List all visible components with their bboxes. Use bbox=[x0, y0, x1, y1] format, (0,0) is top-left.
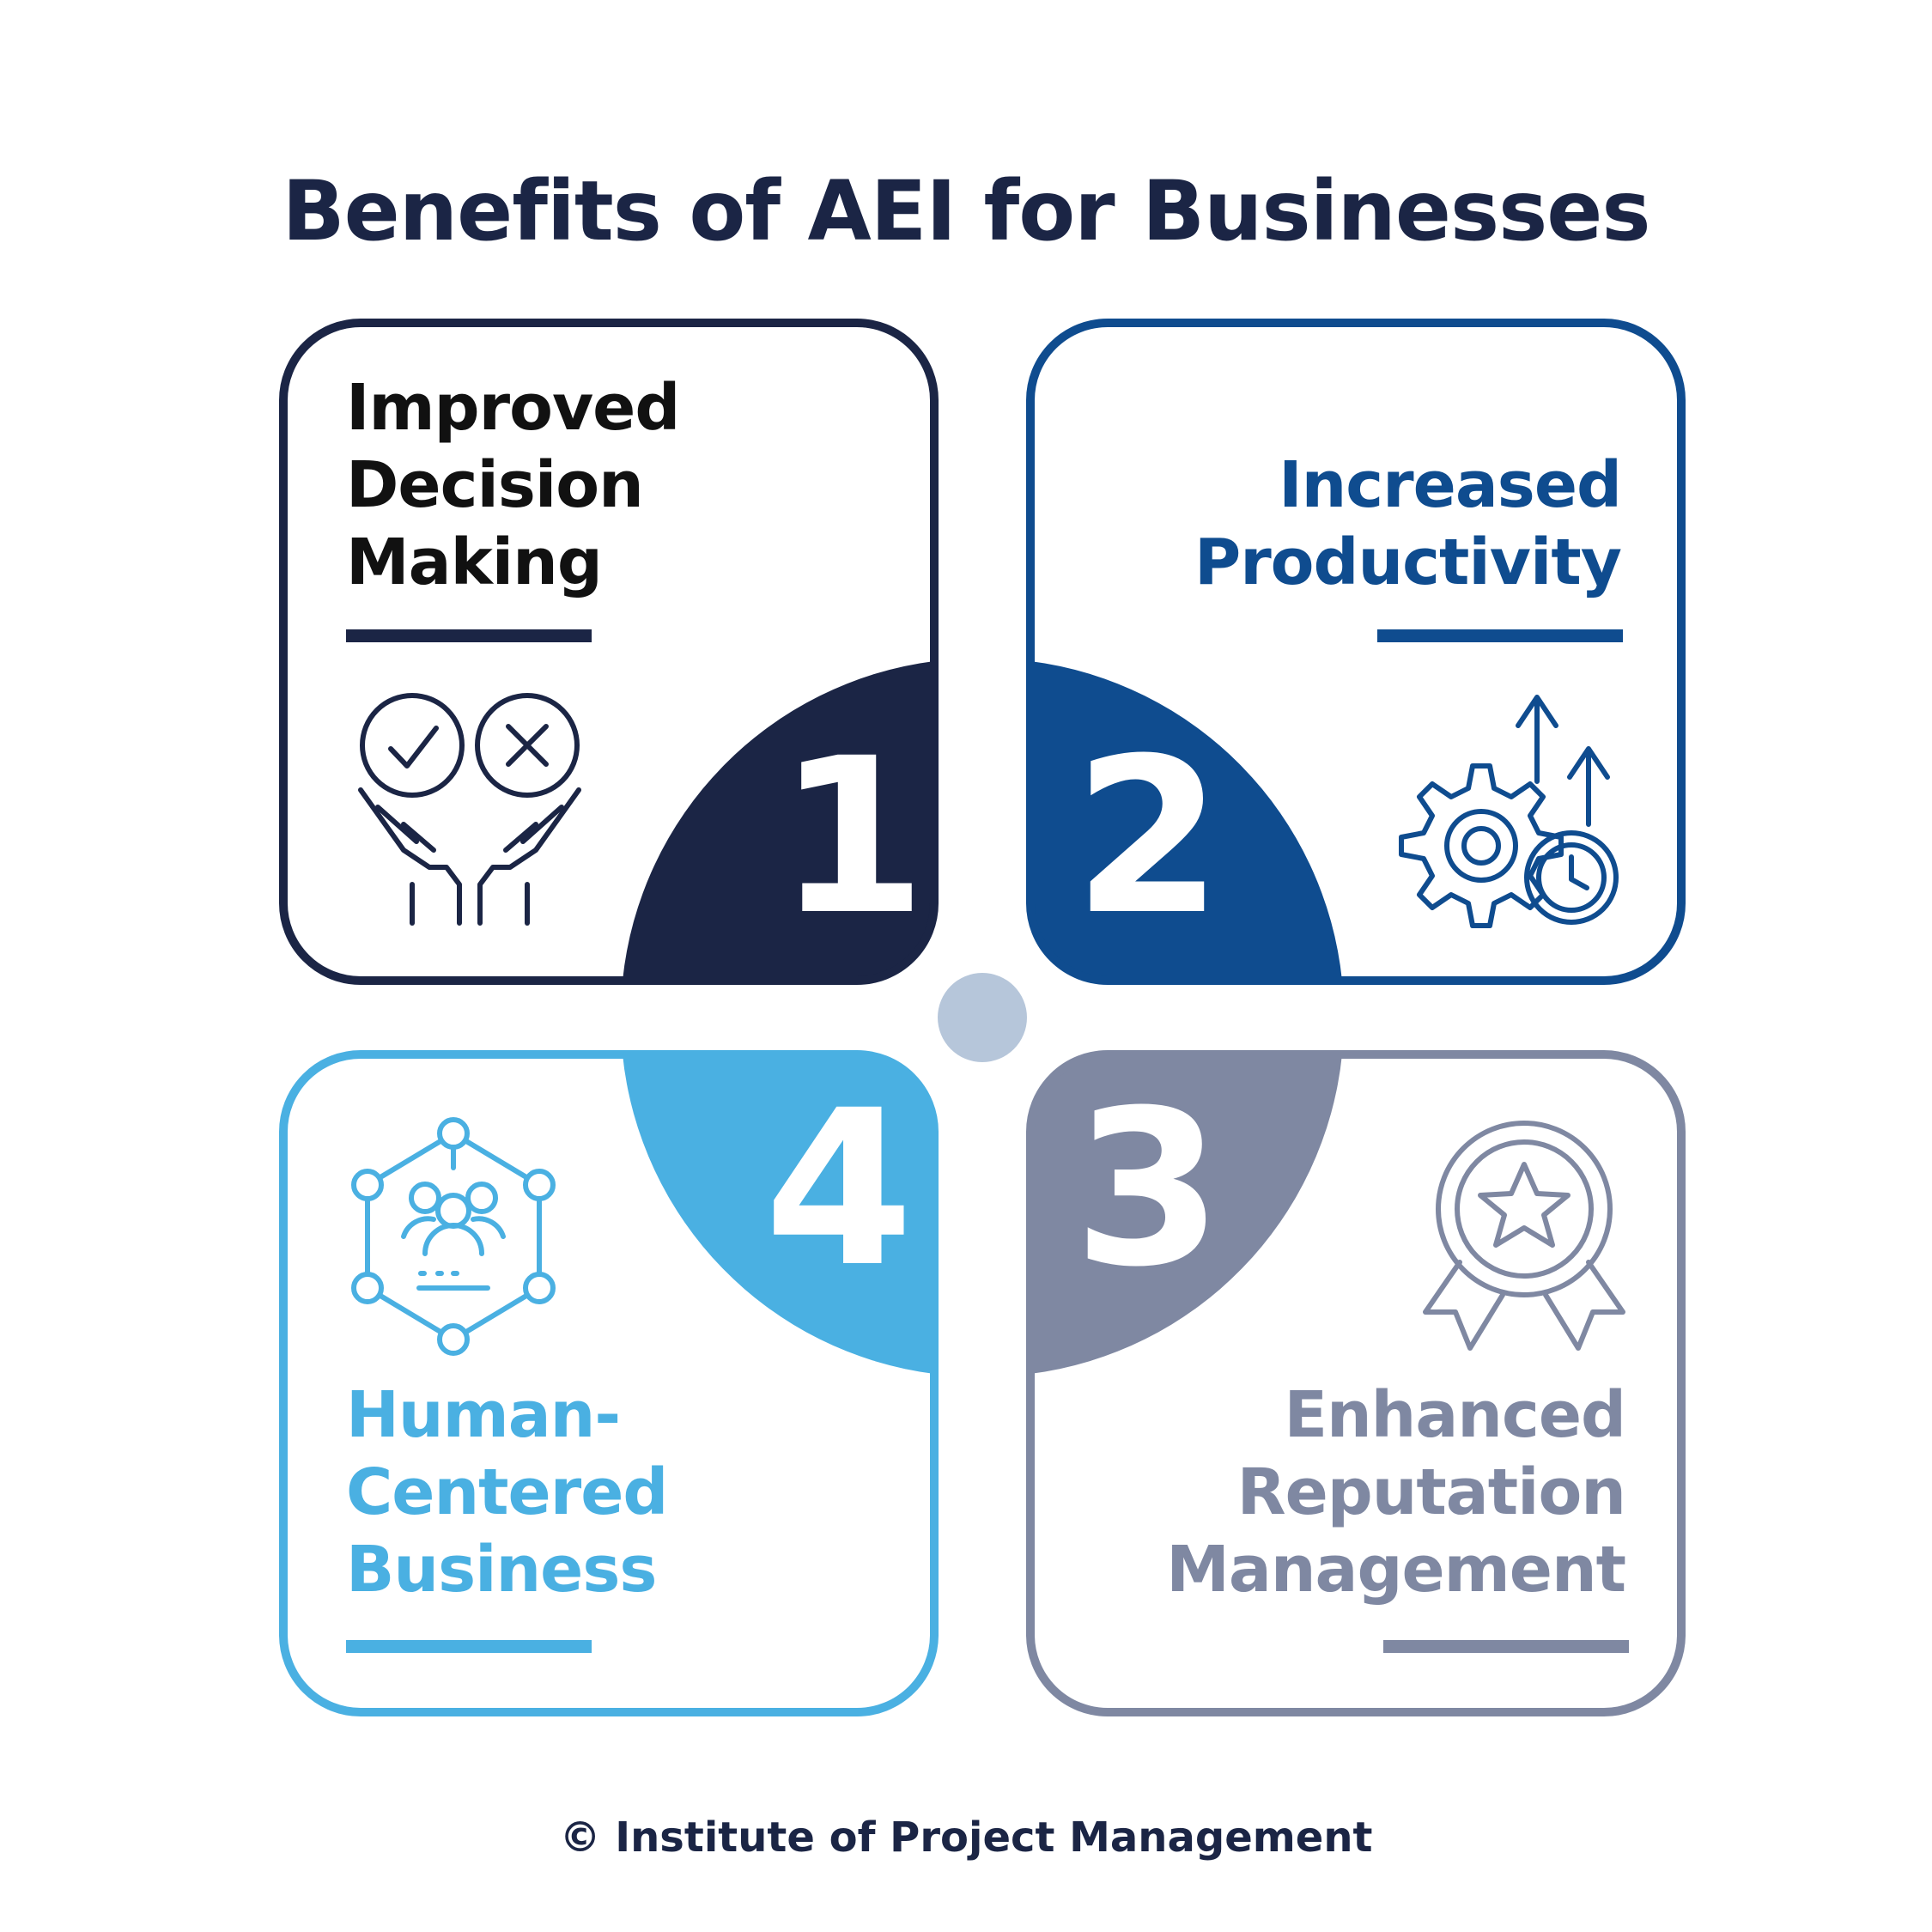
card-3-label: Enhanced Reputation Management bbox=[1166, 1378, 1626, 1607]
card-3-underline bbox=[1383, 1640, 1629, 1653]
card-4-number: 4 bbox=[764, 1064, 914, 1314]
award-ribbon-star-icon bbox=[1423, 1121, 1625, 1351]
quadrant-1-fill bbox=[623, 661, 934, 981]
card-1-border bbox=[279, 319, 939, 985]
copyright-footer: © Institute of Project Management bbox=[559, 1814, 1373, 1862]
card-3-border bbox=[1026, 1050, 1686, 1716]
card-2-label: Increased Productivity bbox=[1194, 448, 1622, 599]
hands-check-cross-icon bbox=[358, 693, 581, 926]
card-4-underline bbox=[346, 1640, 592, 1653]
card-1-label: Improved Decision Making bbox=[346, 371, 680, 599]
card-4-border bbox=[279, 1050, 939, 1716]
quadrant-3-fill bbox=[1030, 1054, 1342, 1374]
quadrant-4-fill bbox=[623, 1054, 934, 1374]
card-1-number: 1 bbox=[777, 712, 927, 962]
people-network-icon bbox=[351, 1117, 556, 1356]
center-dot bbox=[938, 973, 1027, 1062]
card-2-underline bbox=[1377, 629, 1623, 642]
page-title: Benefits of AEI for Businesses bbox=[282, 163, 1650, 259]
card-4-label: Human- Centered Business bbox=[346, 1378, 668, 1607]
card-2-border bbox=[1026, 319, 1686, 985]
gear-arrows-clock-icon bbox=[1399, 695, 1619, 928]
card-1-underline bbox=[346, 629, 592, 642]
card-2-number: 2 bbox=[1073, 712, 1223, 962]
card-3-number: 3 bbox=[1073, 1064, 1223, 1314]
quadrant-2-fill bbox=[1030, 661, 1342, 981]
